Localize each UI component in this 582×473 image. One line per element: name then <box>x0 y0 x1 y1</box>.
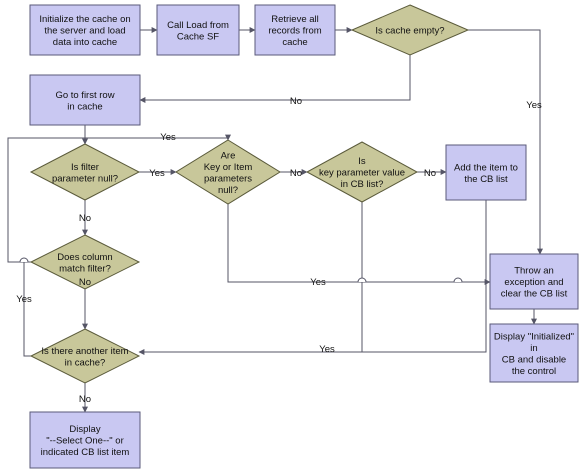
edge-label-another-item-no: No <box>79 394 91 405</box>
edge-crossing-hop-1 <box>357 277 367 283</box>
node-label-line: the CB list <box>464 174 508 185</box>
node-label-line: Go to first row <box>55 90 114 101</box>
edge-label-loop-yes: Yes <box>160 132 176 143</box>
node-is-cache-empty: Is cache empty? <box>350 4 470 56</box>
node-label-line: clear the CB list <box>501 289 568 300</box>
decision-diamond <box>29 143 141 201</box>
edge-column-yes-left-loop <box>23 261 31 357</box>
node-label-line: Cache SF <box>177 31 219 42</box>
node-label-line: Is filter <box>71 162 99 173</box>
node-label-line: Throw an <box>514 266 554 277</box>
node-label-line: Key or Item <box>204 162 253 173</box>
node-label-line: records from <box>268 26 321 37</box>
process-box <box>254 4 336 56</box>
process-box <box>489 253 579 310</box>
node-label-line: Is cache empty? <box>375 26 444 37</box>
node-label-line: null? <box>218 185 238 196</box>
edge-add-to-another-item <box>138 200 487 355</box>
edge-label-key-null-yes: Yes <box>310 277 326 288</box>
decision-diamond <box>175 139 281 205</box>
edge-crossing-hop-3 <box>19 257 29 263</box>
edge-label-cache-empty-yes: Yes <box>526 100 542 111</box>
node-label-line: parameters <box>204 173 252 184</box>
edge-loop-yes-to-key <box>7 134 231 263</box>
edge-key-yes-to-exception <box>227 204 491 285</box>
node-label-line: Retrieve all <box>271 14 319 25</box>
node-label-line: the server and load <box>44 26 125 37</box>
node-label-line: data into cache <box>53 37 117 48</box>
node-label-line: match filter? <box>59 263 111 274</box>
node-label-line: Display <box>69 424 100 435</box>
edge-empty-yes-to-exception <box>468 29 543 255</box>
node-label-line: in cache? <box>65 357 106 368</box>
edge-empty-no-to-first-row <box>139 55 411 103</box>
decision-diamond <box>29 234 141 290</box>
decision-diamond <box>305 141 419 203</box>
node-label-line: Call Load from <box>167 20 229 31</box>
node-label-line: indicated CB list item <box>41 447 130 458</box>
node-label-line: Are <box>221 150 236 161</box>
node-label-line: Initialize the cache on <box>39 14 130 25</box>
node-label-line: key parameter value <box>319 168 405 179</box>
process-box <box>29 74 141 126</box>
node-label-line: Display "Initialized" <box>494 331 574 342</box>
node-label-line: CB and disable <box>502 354 566 365</box>
node-label-line: Add the item to <box>454 162 518 173</box>
node-label-line: parameter null? <box>52 173 118 184</box>
node-label-line: "--Select One--" or <box>46 436 123 447</box>
decision-diamond <box>350 4 470 56</box>
edge-label-key-in-list-no: No <box>424 168 436 179</box>
edge-label-cache-empty-no: No <box>290 96 302 107</box>
decision-diamond <box>29 328 141 384</box>
edge-label-column-match-yes: Yes <box>16 294 32 305</box>
node-label-line: Is there another item <box>41 346 128 357</box>
node-label-line: in cache <box>67 101 102 112</box>
node-label-line: in <box>530 343 537 354</box>
edge-crossing-hop-2 <box>453 277 463 283</box>
edge-label-key-in-list-yes: Yes <box>319 344 335 355</box>
process-box <box>29 4 141 56</box>
process-box <box>489 323 579 383</box>
edge-label-filter-null-yes: Yes <box>149 168 165 179</box>
process-box <box>445 144 527 201</box>
node-label-line: in CB list? <box>341 179 384 190</box>
edge-label-key-null-no: No <box>290 168 302 179</box>
process-box <box>156 4 240 56</box>
flowchart-edges <box>7 27 543 413</box>
node-label-line: Is <box>358 156 366 167</box>
node-label-line: cache <box>282 37 307 48</box>
edge-label-column-match-no: No <box>79 277 91 288</box>
node-label-line: Does column <box>57 252 112 263</box>
node-label-line: the control <box>512 366 556 377</box>
process-box <box>29 411 141 469</box>
node-label-line: exception and <box>504 277 563 288</box>
edge-label-filter-null-no: No <box>79 213 91 224</box>
